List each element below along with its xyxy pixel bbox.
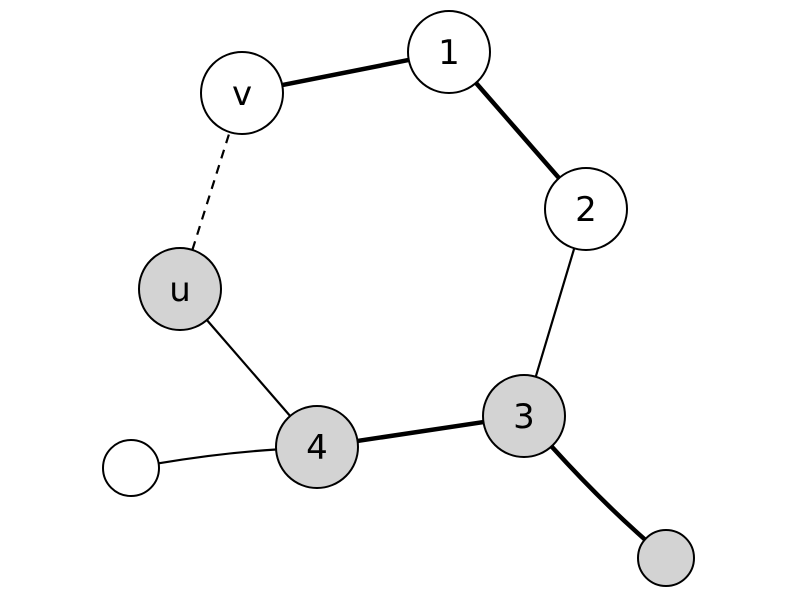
node-circle-3: [482, 374, 566, 458]
node-u: u: [138, 247, 222, 331]
edge-3-4: [357, 419, 484, 444]
node-3: 3: [482, 374, 566, 458]
node-circle-leaf-right: [637, 529, 695, 587]
node-circle-2: [544, 167, 628, 251]
node-label-3: 3: [513, 397, 535, 437]
edge-3-leaf-right: [549, 444, 647, 542]
node-label-u: u: [169, 270, 191, 310]
node-2: 2: [544, 167, 628, 251]
node-v: v: [200, 51, 284, 135]
node-label-4: 4: [306, 428, 328, 468]
edge-2-3: [534, 247, 576, 378]
node-label-1: 1: [438, 33, 460, 73]
node-circle-4: [275, 405, 359, 489]
edge-v-1: [281, 57, 410, 88]
node-leaf-left: [102, 439, 160, 497]
edge-1-2: [474, 81, 561, 180]
node-circle-1: [407, 10, 491, 94]
edge-4-leaf-left: [158, 448, 277, 465]
node-1: 1: [407, 10, 491, 94]
node-label-2: 2: [575, 190, 597, 230]
node-circle-v: [200, 51, 284, 135]
node-circle-u: [138, 247, 222, 331]
node-leaf-right: [637, 529, 695, 587]
edge-u-v: [191, 131, 231, 251]
node-circle-leaf-left: [102, 439, 160, 497]
edge-4-u: [206, 319, 291, 417]
nodes-layer: v 1 2 u 3 4: [102, 10, 695, 587]
node-label-v: v: [232, 74, 252, 114]
node-4: 4: [275, 405, 359, 489]
edges-layer: [158, 57, 647, 542]
